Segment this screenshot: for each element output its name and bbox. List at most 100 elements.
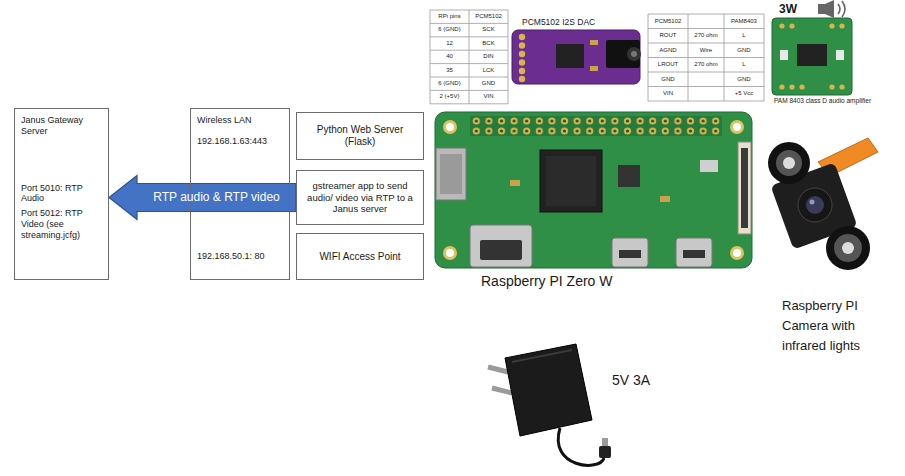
process-box: WIFI Access Point — [296, 233, 424, 280]
process-box: gstreamer app to send audio/ video via R… — [296, 170, 424, 225]
table-rule — [430, 77, 508, 78]
caption-label: 3W — [779, 2, 797, 17]
cell-text: ROUT — [660, 32, 677, 40]
box-text: WIFI Access Point — [319, 251, 400, 263]
camera-module — [768, 138, 878, 270]
table-cell: 12 — [430, 37, 469, 50]
pin-table-grid — [648, 14, 764, 101]
table-rule — [648, 86, 764, 87]
cell-text: GND — [737, 47, 750, 55]
table-rule — [430, 63, 508, 64]
pi-zero-board — [435, 112, 752, 268]
table-cell: 40 — [430, 50, 469, 63]
table-cell: PAM8403 — [724, 14, 764, 29]
table-cell: ROUT — [648, 29, 688, 44]
cell-text: +5 Vcc — [735, 90, 754, 98]
caption-label: Raspberry PI Zero W — [481, 273, 612, 291]
cell-text: VIN — [663, 90, 673, 98]
table-cell: 6 (GND) — [430, 23, 469, 36]
cell-text: 35 — [446, 67, 453, 75]
table-cell: PCM5102 — [469, 10, 508, 23]
table-cell: GND — [724, 43, 764, 58]
table-cell: LCK — [469, 64, 508, 77]
table-rule — [430, 90, 508, 91]
table-cell: RPi pins — [430, 10, 469, 23]
caption-text: 3W — [779, 2, 797, 17]
box-text: Port 5010: RTP Audio — [21, 183, 102, 205]
cell-text: PCM5102 — [655, 18, 682, 26]
block-arrow — [109, 176, 296, 220]
cell-text: 270 ohm — [694, 32, 717, 40]
cell-text: RPi pins — [438, 13, 460, 21]
speaker-icon — [818, 0, 845, 18]
cell-text: SCK — [482, 26, 494, 34]
caption-label: 5V 3A — [612, 372, 650, 390]
table-rule — [430, 50, 508, 51]
edge-label: RTP audio & RTP video — [150, 190, 283, 205]
table-cell: VIN — [648, 87, 688, 102]
table-rule — [648, 43, 764, 44]
cell-text: L — [742, 61, 745, 69]
caption-text: PCM5102 I2S DAC — [522, 17, 595, 28]
caption-text: 5V 3A — [612, 372, 650, 390]
table-cell: SCK — [469, 23, 508, 36]
table-rule — [430, 36, 508, 37]
table-cell: GND — [469, 77, 508, 90]
cell-text: GND — [661, 76, 674, 84]
box-text: Janus Gateway Server — [21, 115, 102, 137]
box-text: gstreamer app to send audio/ video via R… — [303, 180, 417, 214]
table-cell: DIN — [469, 50, 508, 63]
table-cell: BCK — [469, 37, 508, 50]
caption-label: PAM 8403 class D audio amplifier — [774, 97, 899, 105]
caption-text: PAM 8403 class D audio amplifier — [774, 97, 899, 105]
table-cell: L — [724, 58, 764, 73]
table-cell: GND — [724, 72, 764, 87]
table-cell: L — [724, 29, 764, 44]
box-text: 192.168.50.1: 80 — [197, 251, 283, 262]
process-box: Janus Gateway ServerPort 5010: RTP Audio… — [14, 108, 109, 280]
cell-text: BCK — [482, 40, 494, 48]
cell-text: Wire — [700, 47, 712, 55]
table-rule — [648, 72, 764, 73]
power-adapter — [488, 344, 611, 465]
cell-text: GND — [482, 80, 495, 88]
cell-text: GND — [737, 76, 750, 84]
amplifier-board — [772, 18, 852, 95]
cell-text: LCK — [483, 67, 495, 75]
dac-board — [512, 30, 641, 84]
cell-text: 12 — [446, 40, 453, 48]
table-cell: 6 (GND) — [430, 77, 469, 90]
table-cell: 270 ohm — [688, 58, 724, 73]
table-cell: +5 Vcc — [724, 87, 764, 102]
caption-label: PCM5102 I2S DAC — [522, 17, 595, 28]
table-cell: VIN — [469, 90, 508, 103]
cell-text: L — [742, 32, 745, 40]
table-rule — [648, 28, 764, 29]
cell-text: 6 (GND) — [438, 80, 460, 88]
cell-text: 40 — [446, 53, 453, 61]
pin-table-grid — [430, 10, 508, 104]
cell-text: LROUT — [658, 61, 678, 69]
table-rule — [430, 10, 431, 104]
cell-text: 6 (GND) — [438, 26, 460, 34]
cell-text: 2 (+5V) — [440, 93, 460, 101]
table-cell: 270 ohm — [688, 29, 724, 44]
table-cell: LROUT — [648, 58, 688, 73]
box-text: Port 5012: RTP Video (see streaming.jcfg… — [21, 208, 102, 240]
table-rule — [430, 10, 508, 11]
process-box: Python Web Server (Flask) — [296, 112, 424, 160]
table-cell: 35 — [430, 64, 469, 77]
table-rule — [469, 10, 470, 104]
table-rule — [430, 23, 508, 24]
table-cell: AGND — [648, 43, 688, 58]
caption-text: Raspberry PI Zero W — [481, 273, 612, 291]
table-cell: Wire — [688, 43, 724, 58]
caption-text: Raspberry PI Camera with infrared lights — [782, 296, 892, 356]
table-rule — [648, 57, 764, 58]
table-rule — [508, 10, 509, 104]
table-cell: PCM5102 — [648, 14, 688, 29]
box-text: Wireless LAN — [197, 115, 283, 126]
table-cell: GND — [648, 72, 688, 87]
box-text: Python Web Server (Flask) — [303, 124, 417, 148]
